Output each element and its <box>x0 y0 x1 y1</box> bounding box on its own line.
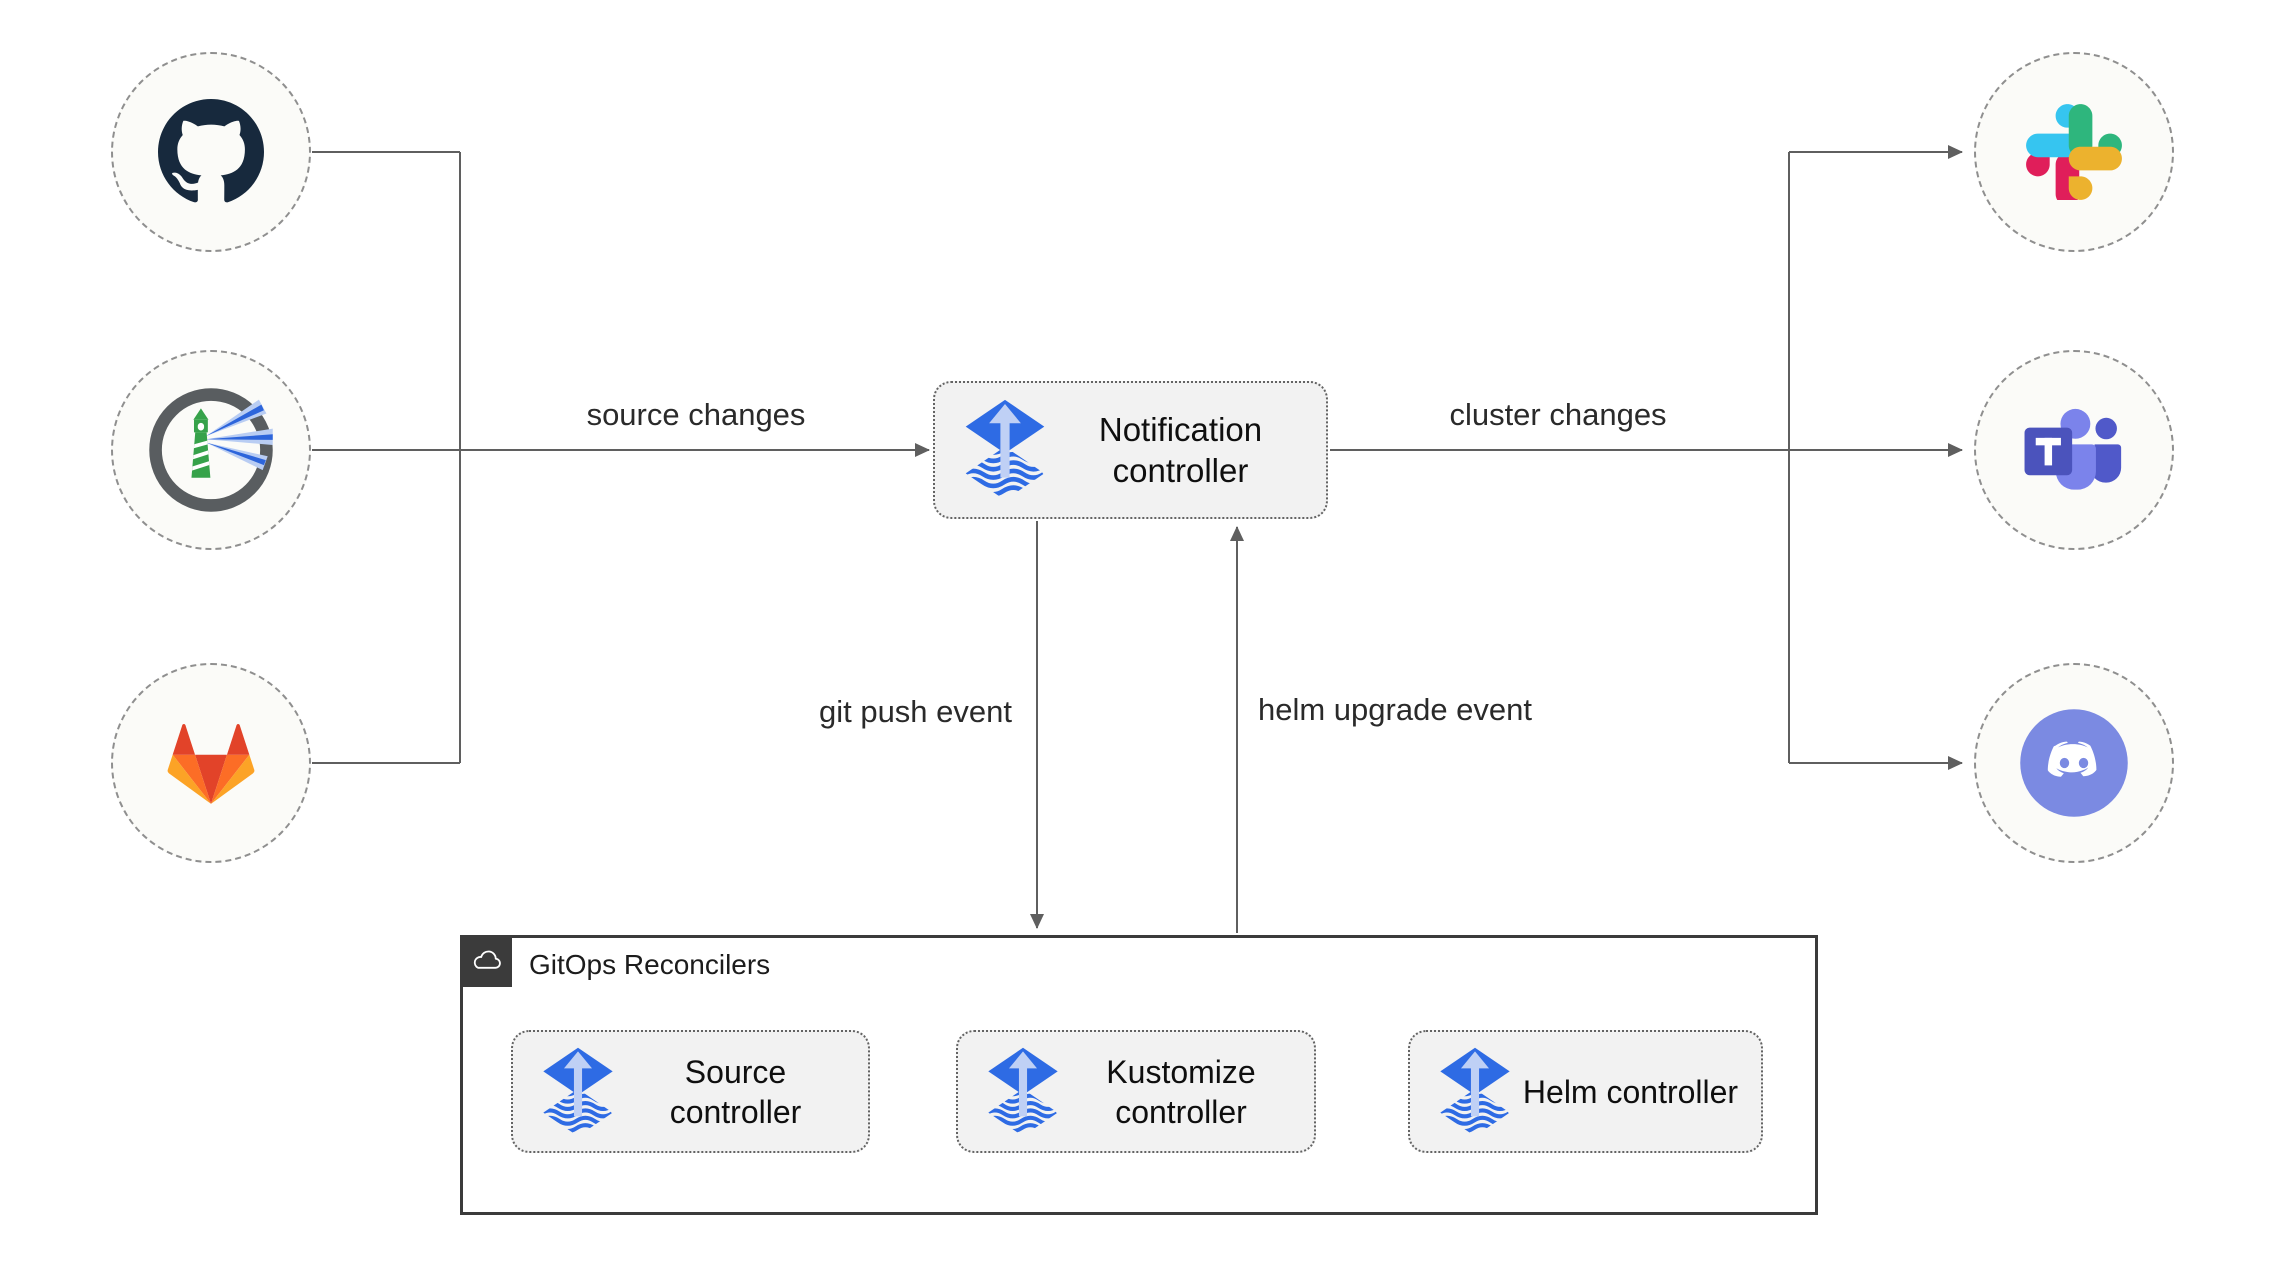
target-node-teams <box>1974 350 2174 550</box>
edge-label-source-changes: source changes <box>586 397 806 432</box>
kustomize-controller-node: Kustomize controller <box>956 1030 1316 1153</box>
edge-label-git-push-event: git push event <box>818 694 1012 729</box>
harbor-icon <box>149 388 273 512</box>
target-node-slack <box>1974 52 2174 252</box>
gitlab-icon <box>167 724 255 804</box>
edge-label-cluster-changes: cluster changes <box>1449 397 1667 432</box>
group-badge <box>460 935 512 987</box>
slack-icon <box>2026 104 2122 200</box>
source-node-gitlab <box>111 663 311 863</box>
helm-controller-node: Helm controller <box>1408 1030 1763 1153</box>
source-controller-node: Source controller <box>511 1030 870 1153</box>
github-icon <box>158 99 264 203</box>
notification-controller-label: Notification controller <box>1098 410 1263 489</box>
helm-controller-label: Helm controller <box>1522 1073 1739 1110</box>
discord-icon <box>2020 709 2128 817</box>
source-controller-label: Source controller <box>669 1053 802 1130</box>
source-node-github <box>111 52 311 252</box>
edge-label-helm-upgrade-event: helm upgrade event <box>1258 692 1533 727</box>
group-title: GitOps Reconcilers <box>529 949 771 980</box>
flux-icon <box>541 1047 615 1137</box>
flux-icon <box>1438 1047 1512 1137</box>
kustomize-controller-label: Kustomize controller <box>1106 1053 1256 1130</box>
flux-icon <box>963 399 1047 501</box>
source-node-harbor <box>111 350 311 550</box>
gitops-reconcilers-group: GitOps Reconcilers Source controller Kus… <box>460 935 1818 1215</box>
cloud-icon <box>473 950 501 969</box>
teams-icon <box>2024 408 2122 490</box>
target-node-discord <box>1974 663 2174 863</box>
flux-icon <box>986 1047 1060 1137</box>
notification-controller-node: Notification controller <box>933 381 1328 519</box>
